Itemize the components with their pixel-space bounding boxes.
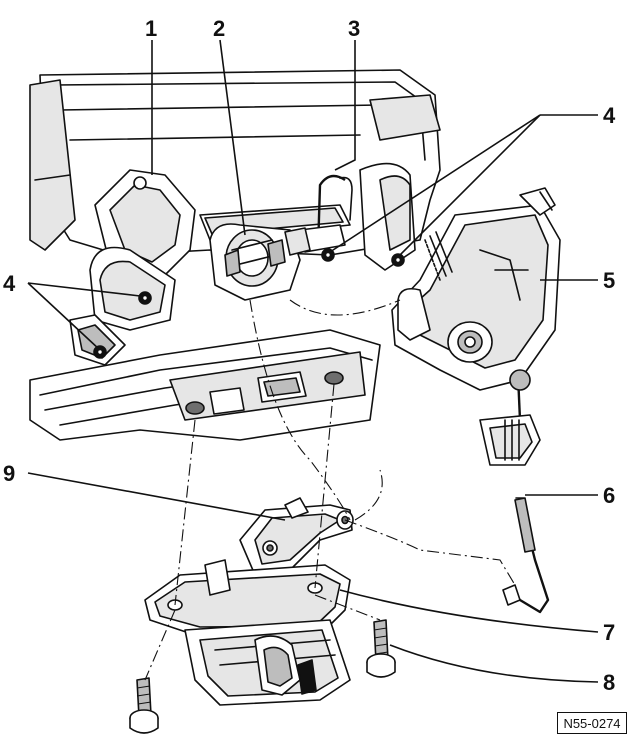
part-2-lock-mechanism [209, 223, 301, 301]
part-8-screw-left [129, 677, 159, 734]
callout-1: 1 [145, 16, 157, 41]
callout-labels: 1 2 3 4 4 5 6 9 7 8 [3, 16, 616, 695]
callout-4-left: 4 [3, 271, 16, 296]
callout-7: 7 [603, 620, 615, 645]
left-hinge-assembly [69, 246, 176, 366]
part-9-release-lever [239, 497, 354, 576]
part-3-hook-rod [284, 174, 405, 267]
callout-2: 2 [213, 16, 225, 41]
callout-9: 9 [3, 461, 15, 486]
part-7-lock-housing [144, 559, 351, 706]
figure-reference-code: N55-0274 [557, 712, 627, 734]
part-8-screw-right [366, 619, 396, 678]
lower-body-panel [29, 329, 381, 441]
callout-5: 5 [603, 268, 615, 293]
callout-6: 6 [603, 483, 615, 508]
callout-8: 8 [603, 670, 615, 695]
part-5-lock-actuator [391, 187, 561, 466]
callout-4-top-right: 4 [603, 103, 616, 128]
part-6-operating-rod [502, 497, 550, 614]
callout-3: 3 [348, 16, 360, 41]
leader-lines [27, 39, 599, 683]
assembly-center-lines [144, 299, 516, 681]
